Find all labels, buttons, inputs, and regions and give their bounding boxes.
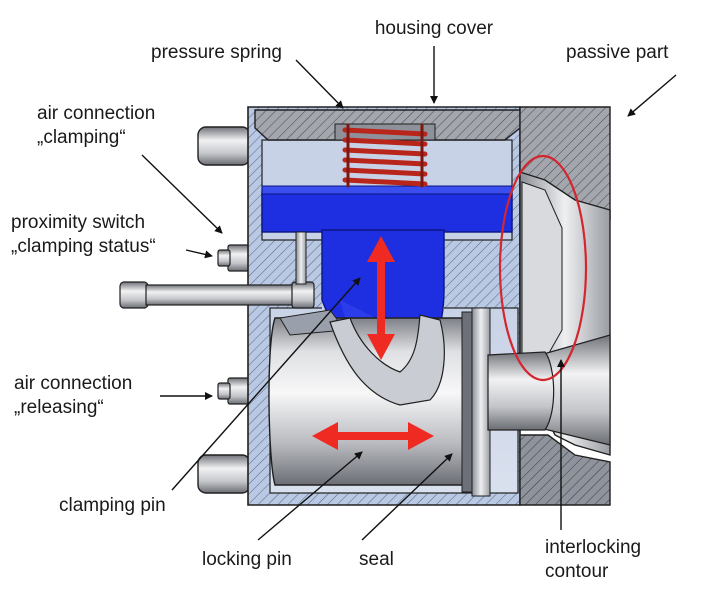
label-clamping-pin: clamping pin (59, 495, 166, 516)
label-air-connection-clamping-sub: „clamping“ (37, 127, 126, 148)
label-air-connection-releasing: air connection (14, 373, 133, 394)
label-passive-part: passive part (566, 42, 669, 63)
label-seal: seal (359, 549, 394, 570)
label-air-connection-releasing-sub: „releasing“ (14, 397, 104, 418)
air-fittings (217, 244, 251, 405)
label-interlocking-contour: interlocking (545, 537, 642, 558)
label-locking-pin: locking pin (202, 549, 292, 570)
label-pressure-spring: pressure spring (151, 42, 282, 63)
pressure-spring (342, 123, 428, 188)
interlocking-highlight-ellipse (498, 154, 588, 382)
label-interlocking-contour-sub: contour (545, 561, 609, 582)
leader-lines (141, 46, 677, 541)
label-housing-cover: housing cover (374, 18, 494, 39)
housing-cover (254, 109, 521, 141)
motion-arrows (312, 236, 434, 450)
proximity-switch (119, 231, 315, 309)
label-proximity-switch-sub: „clamping status“ (11, 236, 156, 257)
mounting-bolts (197, 126, 251, 494)
label-proximity-switch: proximity switch (11, 212, 146, 233)
passive-part-body (519, 106, 611, 506)
label-air-connection-clamping: air connection (37, 103, 156, 124)
